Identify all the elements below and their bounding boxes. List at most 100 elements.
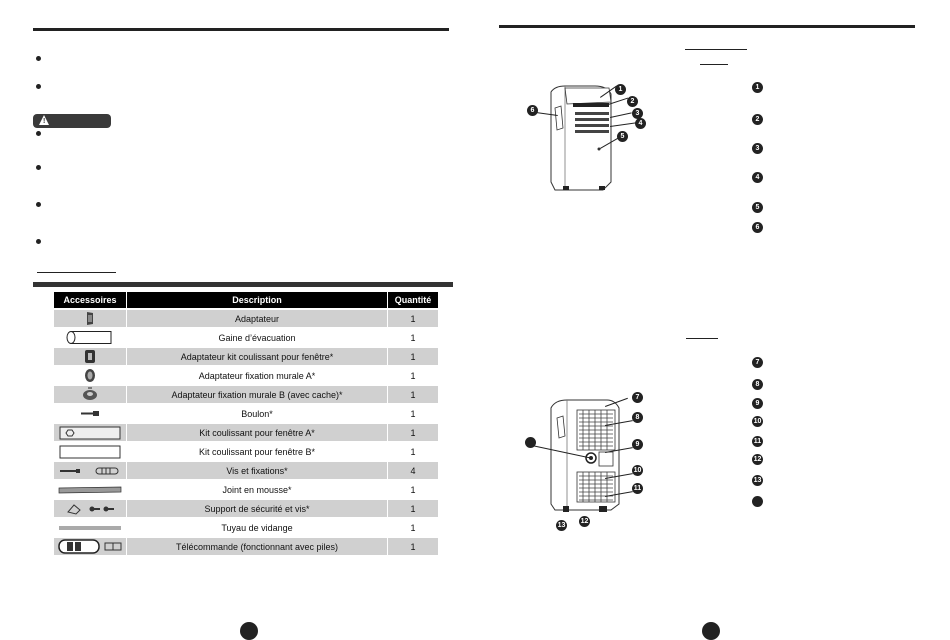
table-row: Support de sécurité et vis* 1 (54, 500, 438, 517)
accessory-quantity: 1 (388, 500, 438, 517)
drain-pipe-icon (59, 526, 121, 529)
accessory-icon-cell (54, 519, 126, 536)
accessory-description: Kit coulissant pour fenêtre A* (127, 424, 387, 441)
accessory-icon-cell (54, 367, 126, 384)
front-callout-3: 3 (632, 108, 643, 119)
warning-triangle-icon (39, 115, 49, 125)
window-kit-b-icon (59, 445, 121, 458)
accessory-icon-cell (54, 500, 126, 517)
accessory-icon-cell (54, 348, 126, 365)
accessory-description: Support de sécurité et vis* (127, 500, 387, 517)
accessory-quantity: 1 (388, 538, 438, 555)
exhaust-hose-icon (66, 331, 112, 344)
front-list-4: 4 (752, 172, 763, 183)
accessory-description: Boulon* (127, 405, 387, 422)
right-header-rule (499, 25, 915, 28)
rear-list-12: 12 (752, 454, 763, 465)
accessory-quantity: 1 (388, 348, 438, 365)
table-row: Télécommande (fonctionnant avec piles) 1 (54, 538, 438, 555)
accessory-description: Adaptateur (127, 310, 387, 327)
rear-callout-7: 7 (632, 392, 643, 403)
table-row: Adaptateur fixation murale A* 1 (54, 367, 438, 384)
safety-bracket-icon (67, 503, 114, 515)
accessory-quantity: 1 (388, 405, 438, 422)
accessory-description: Gaine d’évacuation (127, 329, 387, 346)
section-bar (33, 282, 453, 287)
front-list-3: 3 (752, 143, 763, 154)
screws-icon (60, 467, 119, 474)
bullet-5 (36, 202, 41, 207)
rear-list-10: 10 (752, 416, 763, 427)
bolt-icon (81, 411, 99, 416)
rear-callout-9: 9 (632, 439, 643, 450)
front-subheading-underline (700, 64, 728, 65)
header-quantity: Quantité (388, 292, 438, 308)
table-row: Adaptateur kit coulissant pour fenêtre* … (54, 348, 438, 365)
table-header-row: Accessoires Description Quantité (54, 292, 438, 308)
table-row: Kit coulissant pour fenêtre A* 1 (54, 424, 438, 441)
section-heading-underline (37, 272, 116, 273)
wall-adapter-b-icon (83, 387, 97, 400)
accessory-quantity: 1 (388, 310, 438, 327)
accessory-icon-cell (54, 538, 126, 555)
bullet-1 (36, 56, 41, 61)
accessory-description: Adaptateur fixation murale A* (127, 367, 387, 384)
accessory-icon-cell (54, 310, 126, 327)
accessory-icon-cell (54, 405, 126, 422)
table-row: Kit coulissant pour fenêtre B* 1 (54, 443, 438, 460)
air-conditioner-front-icon (550, 85, 612, 191)
front-callout-2: 2 (627, 96, 638, 107)
left-page-number (240, 622, 258, 640)
accessory-icon-cell (54, 481, 126, 498)
accessory-quantity: 1 (388, 424, 438, 441)
accessory-icon-cell (54, 424, 126, 441)
window-kit-a-icon (59, 426, 121, 439)
rear-callout-12: 12 (579, 516, 590, 527)
window-kit-adapter-icon (85, 350, 95, 363)
left-header-rule (33, 28, 449, 31)
wall-adapter-a-icon (85, 369, 95, 382)
accessory-icon-cell (54, 386, 126, 403)
front-list-1: 1 (752, 82, 763, 93)
front-list-2: 2 (752, 114, 763, 125)
accessory-icon-cell (54, 443, 126, 460)
rear-callout-side (525, 437, 536, 448)
accessory-quantity: 1 (388, 386, 438, 403)
accessory-quantity: 1 (388, 329, 438, 346)
adapter-icon (87, 312, 93, 325)
front-callout-6: 6 (527, 105, 538, 116)
bullet-3 (36, 131, 41, 136)
rear-list-7: 7 (752, 357, 763, 368)
right-page-number (702, 622, 720, 640)
rear-callout-11: 11 (632, 483, 643, 494)
bullet-2 (36, 84, 41, 89)
table-row: Tuyau de vidange 1 (54, 519, 438, 536)
front-callout-5: 5 (617, 131, 628, 142)
warning-exclamation-icon: ! (43, 118, 46, 125)
accessory-description: Adaptateur kit coulissant pour fenêtre* (127, 348, 387, 365)
table-row: Gaine d’évacuation 1 (54, 329, 438, 346)
accessory-description: Télécommande (fonctionnant avec piles) (127, 538, 387, 555)
accessory-description: Adaptateur fixation murale B (avec cache… (127, 386, 387, 403)
front-callout-4: 4 (635, 118, 646, 129)
rear-callout-10: 10 (632, 465, 643, 476)
accessory-description: Joint en mousse* (127, 481, 387, 498)
rear-callout-13: 13 (556, 520, 567, 531)
table-row: Boulon* 1 (54, 405, 438, 422)
bullet-6 (36, 239, 41, 244)
remote-control-icon (58, 539, 122, 554)
table-row: Adaptateur 1 (54, 310, 438, 327)
table-row: Vis et fixations* 4 (54, 462, 438, 479)
warning-badge: ! (33, 114, 111, 128)
air-conditioner-rear-icon (550, 399, 620, 512)
front-list-6: 6 (752, 222, 763, 233)
rear-subheading-underline (686, 338, 718, 339)
table-row: Adaptateur fixation murale B (avec cache… (54, 386, 438, 403)
rear-list-14 (752, 496, 763, 507)
table-row: Joint en mousse* 1 (54, 481, 438, 498)
header-accessories: Accessoires (54, 292, 126, 308)
accessory-icon-cell (54, 329, 126, 346)
bullet-4 (36, 165, 41, 170)
front-callout-1: 1 (615, 84, 626, 95)
accessory-description: Vis et fixations* (127, 462, 387, 479)
